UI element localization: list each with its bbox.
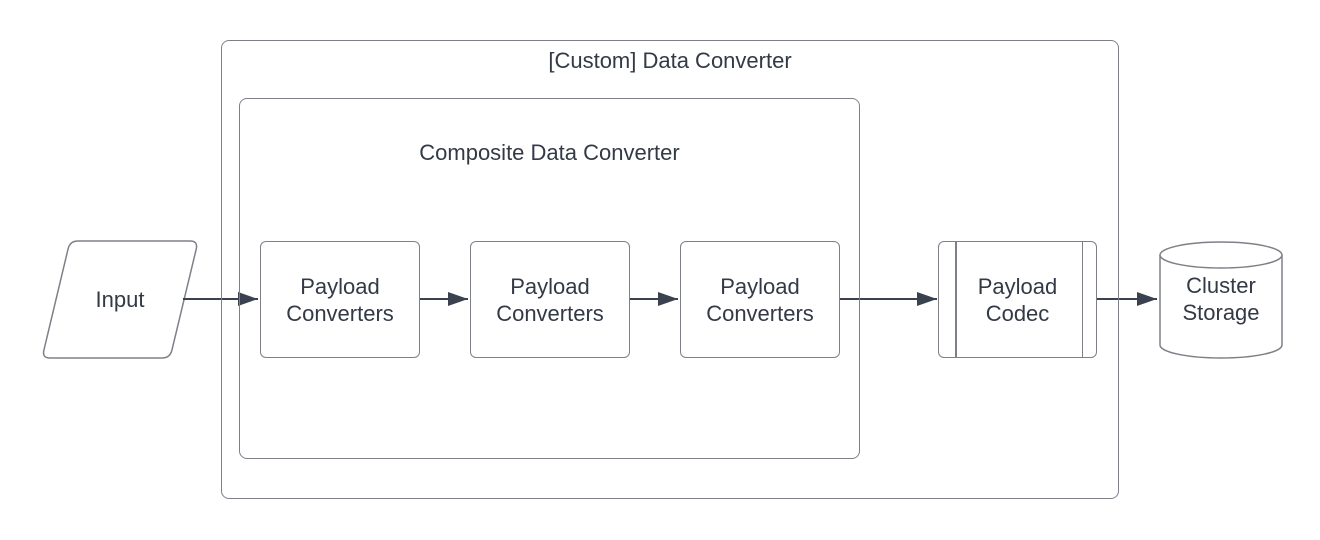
node-payload-converter-3: Payload Converters: [680, 241, 840, 358]
custom-data-converter-title: [Custom] Data Converter: [548, 48, 792, 73]
node-payload-converter-1-label: Payload Converters: [286, 273, 394, 326]
cylinder-body: [1159, 255, 1283, 359]
node-payload-converter-2-label: Payload Converters: [496, 273, 604, 326]
composite-data-converter-title: Composite Data Converter: [419, 140, 680, 165]
node-payload-converter-1: Payload Converters: [260, 241, 420, 358]
composite-data-converter-container: [239, 98, 860, 459]
node-payload-codec-label: Payload Codec: [977, 273, 1058, 326]
codec-left-bar: [955, 242, 957, 357]
cluster-storage-cylinder-shape: [1159, 241, 1283, 359]
node-input-label: Input: [95, 287, 145, 312]
codec-right-bar: [1081, 242, 1083, 357]
node-payload-codec: Payload Codec: [938, 241, 1097, 358]
node-cluster-storage-label: Cluster Storage: [1182, 273, 1260, 325]
node-payload-converter-3-label: Payload Converters: [706, 273, 814, 326]
node-payload-converter-2: Payload Converters: [470, 241, 630, 358]
cylinder-top: [1159, 241, 1283, 269]
custom-data-converter-container: [221, 40, 1119, 499]
input-parallelogram-shape: [42, 240, 198, 359]
